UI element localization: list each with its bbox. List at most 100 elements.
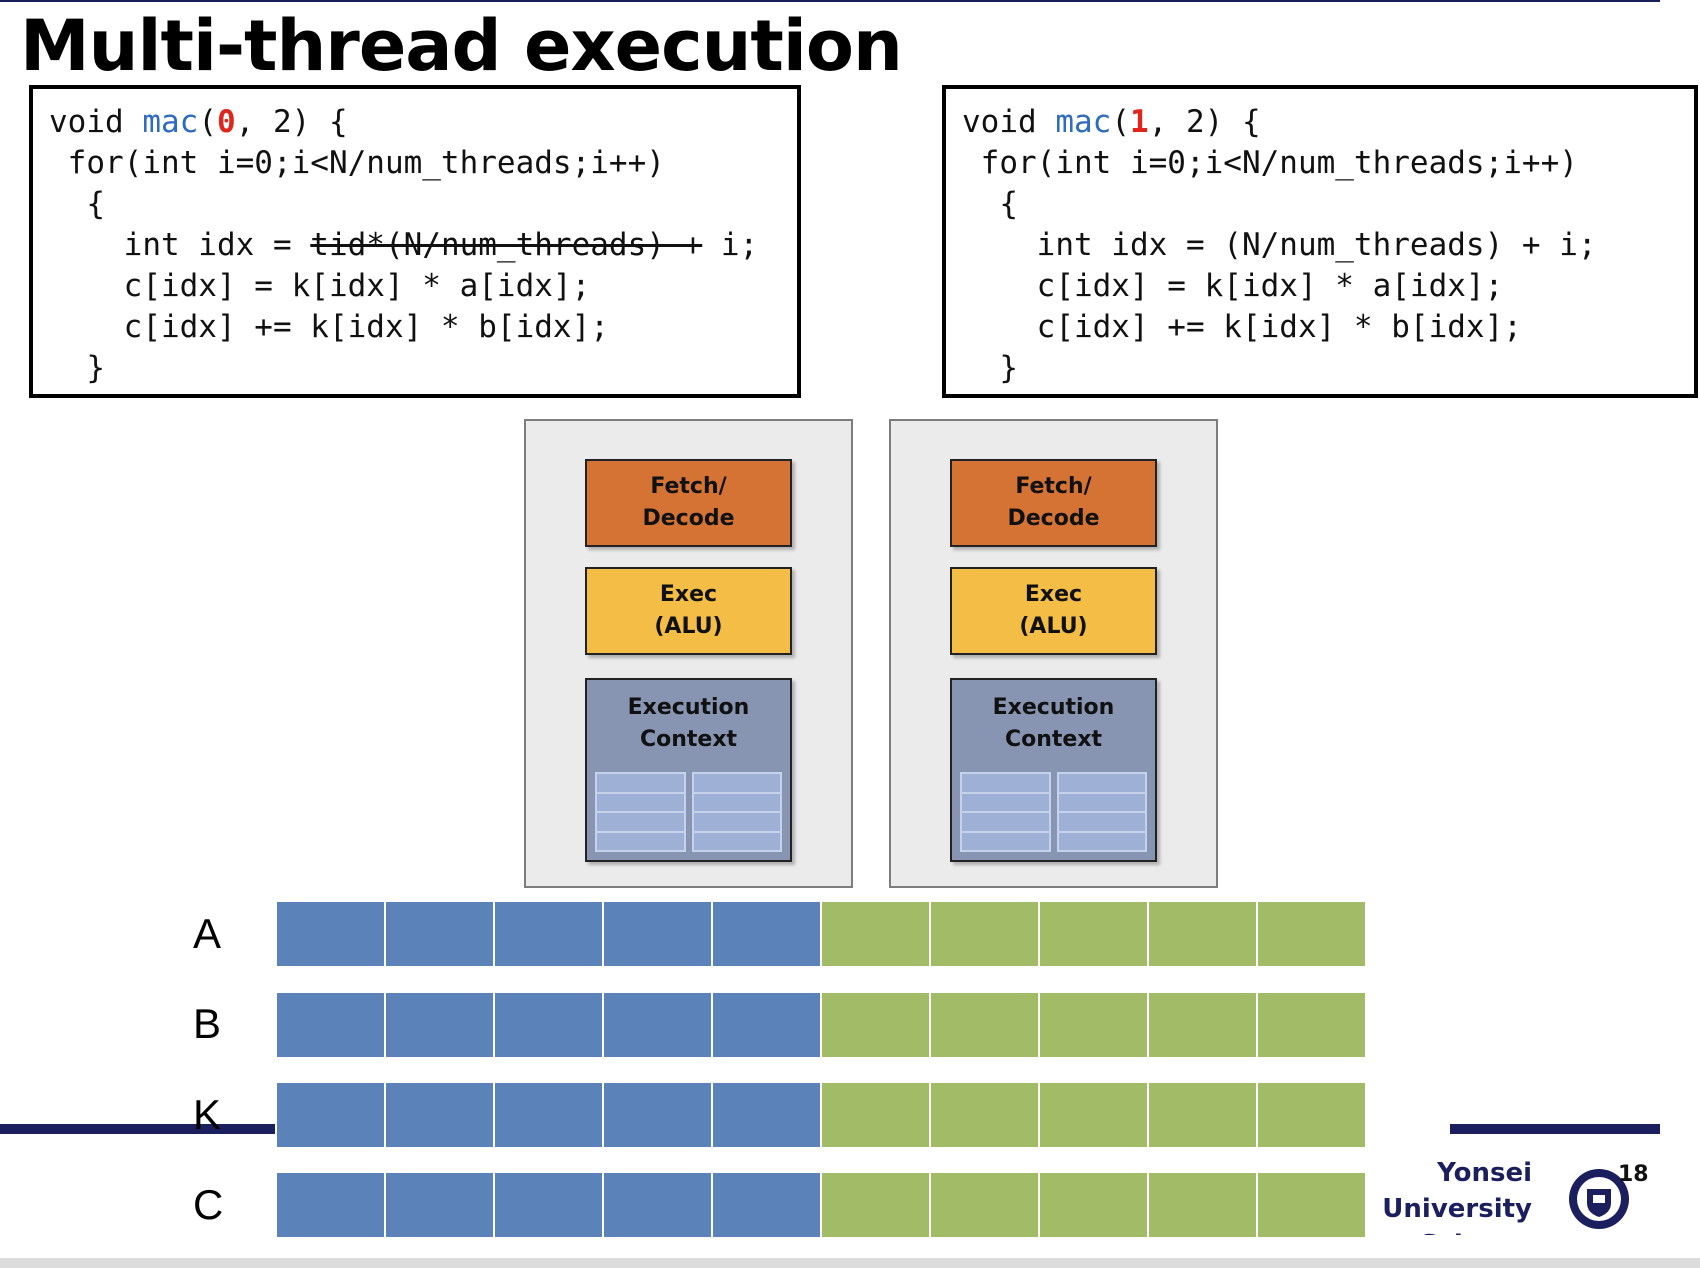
code-signature-thread-1: void mac(1, 2) { — [962, 102, 1261, 142]
execution-label: Execution — [992, 695, 1115, 720]
array-cell-thread-0 — [713, 993, 820, 1057]
context-label: Context — [639, 727, 738, 752]
array-row-b — [277, 993, 1367, 1057]
fetch-decode-unit: Fetch/ Decode — [950, 459, 1157, 547]
array-cell-thread-0 — [713, 1173, 820, 1237]
footer-line-2: Science — [1320, 1227, 1532, 1235]
top-rule — [0, 0, 1660, 2]
array-cell-thread-1 — [822, 1173, 929, 1237]
array-cell-thread-0 — [277, 1083, 384, 1147]
array-cell-thread-1 — [1258, 902, 1365, 966]
footer-line-1: Yonsei University — [1382, 1158, 1532, 1224]
array-row-c — [277, 1173, 1367, 1237]
code-line-multiply: c[idx] = k[idx] * a[idx]; — [49, 268, 591, 304]
array-cell-thread-0 — [386, 993, 493, 1057]
code-line-accumulate: c[idx] += k[idx] * b[idx]; — [49, 309, 609, 345]
array-cell-thread-0 — [495, 1173, 602, 1237]
decode-label: Decode — [1007, 506, 1100, 531]
row-label-b: B — [193, 1000, 222, 1047]
array-cell-thread-0 — [277, 902, 384, 966]
array-cell-thread-0 — [495, 1083, 602, 1147]
array-row-k — [277, 1083, 1367, 1147]
code-line-accumulate: c[idx] += k[idx] * b[idx]; — [962, 309, 1522, 345]
array-cell-thread-1 — [1149, 1173, 1256, 1237]
row-label-k: K — [193, 1091, 222, 1138]
alu-label: (ALU) — [1019, 614, 1088, 639]
code-idx-start: int idx = — [49, 227, 311, 263]
footer-bar-left — [0, 1124, 275, 1134]
array-cell-thread-1 — [822, 1083, 929, 1147]
array-cell-thread-1 — [1149, 902, 1256, 966]
array-row-a — [277, 902, 1367, 966]
code-line-for: for(int i=0;i<N/num_threads;i++) — [962, 145, 1578, 181]
fetch-label: Fetch/ — [1015, 474, 1092, 499]
row-label-a: A — [193, 910, 222, 957]
bottom-strip — [0, 1258, 1700, 1268]
page-number: 18 — [1618, 1162, 1649, 1187]
footer-bar-right — [1450, 1124, 1660, 1134]
array-cell-thread-1 — [1040, 1173, 1147, 1237]
exec-alu-unit: Exec (ALU) — [950, 567, 1157, 655]
register-file — [960, 772, 1147, 852]
code-function-name: mac — [142, 104, 199, 140]
array-cell-thread-0 — [604, 993, 711, 1057]
code-line-for: for(int i=0;i<N/num_threads;i++) — [49, 145, 665, 181]
alu-label: (ALU) — [654, 614, 723, 639]
array-cell-thread-1 — [1040, 993, 1147, 1057]
code-paren: ( — [198, 104, 217, 140]
code-idx-end: i; — [702, 227, 759, 263]
array-cell-thread-0 — [604, 902, 711, 966]
register-column — [1056, 772, 1147, 852]
array-cell-thread-1 — [1149, 993, 1256, 1057]
array-cell-thread-0 — [604, 1083, 711, 1147]
fetch-label: Fetch/ — [650, 474, 727, 499]
decode-label: Decode — [642, 506, 735, 531]
slide-title: Multi-thread execution — [20, 5, 903, 87]
row-label-c: C — [193, 1181, 224, 1228]
code-line-close-brace: } — [49, 350, 105, 386]
execution-context-unit: Execution Context — [950, 678, 1157, 862]
university-seal-icon — [1567, 1167, 1631, 1235]
code-paren: ( — [1111, 104, 1130, 140]
array-cell-thread-1 — [931, 1173, 1038, 1237]
code-line-open-brace: { — [962, 186, 1018, 222]
code-line-open-brace: { — [49, 186, 105, 222]
code-signature-rest: , 2) { — [1148, 104, 1261, 140]
code-line-multiply: c[idx] = k[idx] * a[idx]; — [962, 268, 1504, 304]
core-1: Fetch/ Decode Exec (ALU) Execution Conte… — [889, 419, 1218, 888]
register-column — [691, 772, 782, 852]
execution-context-unit: Execution Context — [585, 678, 792, 862]
array-cell-thread-1 — [1258, 1173, 1365, 1237]
code-function-name: mac — [1055, 104, 1112, 140]
array-cell-thread-0 — [713, 902, 820, 966]
struck-out-code: tid*(N/num_threads) + — [310, 227, 703, 263]
code-keyword-void: void — [962, 104, 1056, 140]
code-line-close-brace: } — [962, 350, 1018, 386]
array-cell-thread-1 — [822, 993, 929, 1057]
array-cell-thread-1 — [1040, 902, 1147, 966]
array-cell-thread-0 — [386, 902, 493, 966]
code-box-thread-0: void mac(0, 2) { for(int i=0;i<N/num_thr… — [29, 85, 801, 398]
thread-id-arg: 1 — [1130, 104, 1149, 140]
array-cell-thread-1 — [931, 902, 1038, 966]
register-column — [960, 772, 1051, 852]
array-cell-thread-0 — [495, 993, 602, 1057]
fetch-decode-unit: Fetch/ Decode — [585, 459, 792, 547]
code-signature-thread-0: void mac(0, 2) { — [49, 102, 348, 142]
thread-id-arg: 0 — [217, 104, 236, 140]
array-cell-thread-1 — [1258, 1083, 1365, 1147]
array-cell-thread-0 — [386, 1083, 493, 1147]
array-cell-thread-1 — [931, 993, 1038, 1057]
exec-label: Exec — [659, 582, 718, 607]
array-cell-thread-0 — [604, 1173, 711, 1237]
array-cell-thread-0 — [277, 1173, 384, 1237]
array-cell-thread-0 — [277, 993, 384, 1057]
register-column — [595, 772, 686, 852]
footer-university-text: Yonsei University Science — [1320, 1155, 1532, 1235]
array-cell-thread-1 — [822, 902, 929, 966]
register-file — [595, 772, 782, 852]
array-cell-thread-0 — [386, 1173, 493, 1237]
array-cell-thread-1 — [1258, 993, 1365, 1057]
exec-alu-unit: Exec (ALU) — [585, 567, 792, 655]
array-cell-thread-1 — [931, 1083, 1038, 1147]
